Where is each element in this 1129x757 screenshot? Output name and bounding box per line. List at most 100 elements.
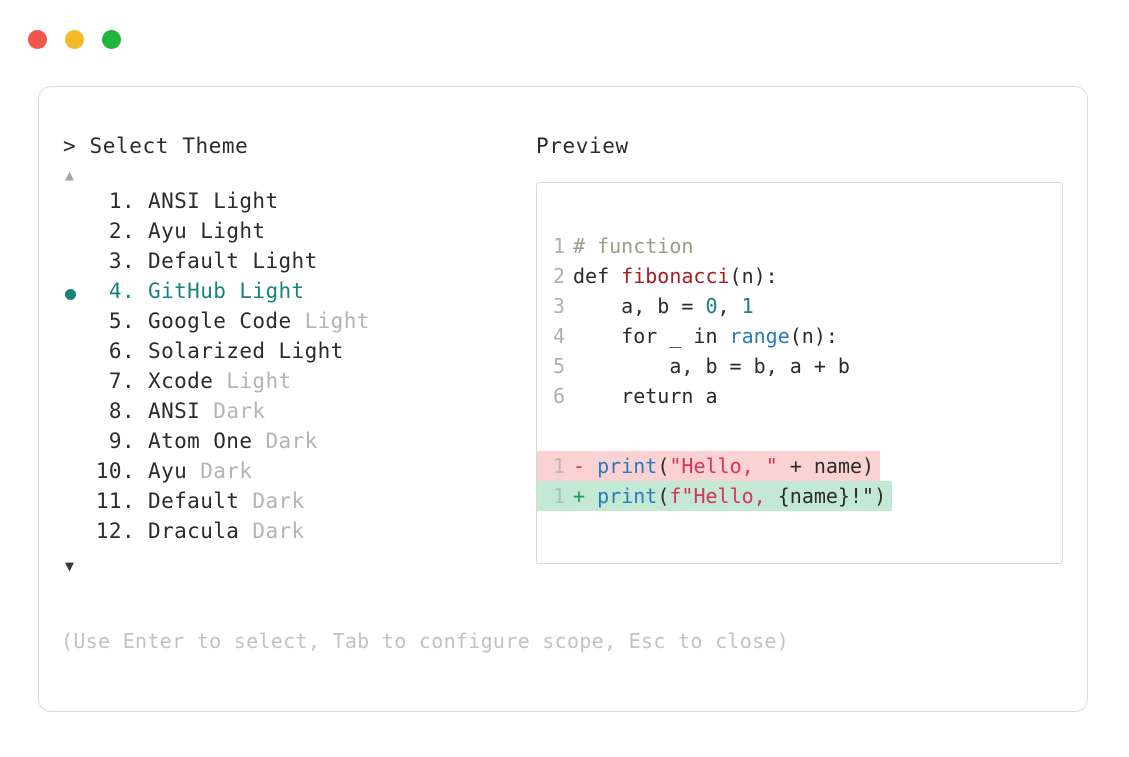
code-token-plain: ) xyxy=(874,484,887,508)
code-token-string: f"Hello, xyxy=(669,484,778,508)
theme-item-name: Dracula xyxy=(148,519,240,543)
selection-bullet-slot xyxy=(63,189,89,219)
theme-item-gap xyxy=(135,489,148,513)
scroll-down-arrow-icon[interactable]: ▼ xyxy=(65,557,75,575)
diff-line-content: print("Hello, " + name) xyxy=(585,451,880,481)
theme-item-gap xyxy=(135,429,148,453)
theme-item-index: 12. xyxy=(95,519,135,543)
code-token-func: fibonacci xyxy=(621,264,730,288)
code-token-plain: a, b = xyxy=(573,294,706,318)
selection-bullet-slot xyxy=(63,489,89,519)
keyboard-hint-text: (Use Enter to select, Tab to configure s… xyxy=(61,629,790,653)
code-line-number: 5 xyxy=(552,354,565,378)
page-title: Select Theme xyxy=(89,134,249,158)
selection-bullet-slot xyxy=(63,309,89,339)
theme-item-index: 6. xyxy=(108,339,135,363)
theme-item-gap xyxy=(135,309,148,333)
selection-bullet-slot xyxy=(63,519,89,549)
code-token-builtin: print xyxy=(597,454,658,478)
theme-item-name: Ayu xyxy=(148,219,188,243)
selection-bullet-slot xyxy=(63,339,89,369)
selection-bullet-slot xyxy=(63,219,89,249)
theme-list-item[interactable]: 1. ANSI Light xyxy=(63,189,533,219)
theme-item-name: ANSI xyxy=(148,189,201,213)
code-line: 3 a, b = 0, 1 xyxy=(537,291,1062,321)
theme-item-index: 9. xyxy=(108,429,135,453)
code-token-plain: + name) xyxy=(777,454,875,478)
theme-item-variant: Light xyxy=(239,249,318,273)
code-token-builtin: print xyxy=(597,484,658,508)
diff-line-number: 1 xyxy=(552,484,565,508)
theme-item-index: 2. xyxy=(108,219,135,243)
theme-item-name: ANSI xyxy=(148,399,201,423)
code-token-builtin: range xyxy=(729,324,790,348)
selection-bullet-slot xyxy=(63,429,89,459)
theme-item-variant: Dark xyxy=(200,399,266,423)
theme-list-item[interactable]: 7. Xcode Light xyxy=(63,369,533,399)
code-token-plain xyxy=(585,484,597,508)
code-line-content: return a xyxy=(573,381,717,411)
theme-list-item[interactable]: 3. Default Light xyxy=(63,249,533,279)
code-line: 1 # function xyxy=(537,231,1062,261)
theme-item-gap xyxy=(135,399,148,423)
code-token-plain: def xyxy=(573,264,622,288)
code-token-plain: !" xyxy=(849,484,875,508)
theme-list-item[interactable]: 11. Default Dark xyxy=(63,489,533,519)
theme-list-item[interactable]: 5. Google Code Light xyxy=(63,309,533,339)
theme-item-variant: Dark xyxy=(252,429,318,453)
theme-item-name: Default xyxy=(148,489,240,513)
code-token-plain: a, b = b, a + b xyxy=(573,354,850,378)
diff-line-number: 1 xyxy=(552,454,565,478)
theme-item-variant: Light xyxy=(226,279,305,303)
theme-item-index: 4. xyxy=(108,279,135,303)
theme-item-variant: Light xyxy=(213,369,292,393)
theme-list-item[interactable]: 9. Atom One Dark xyxy=(63,429,533,459)
theme-list-item[interactable]: 4. GitHub Light xyxy=(63,279,533,309)
prompt-caret-icon: > xyxy=(63,134,90,158)
theme-list-item[interactable]: 10. Ayu Dark xyxy=(63,459,533,489)
selected-bullet-icon xyxy=(65,288,76,300)
select-theme-prompt: > Select Theme xyxy=(63,133,533,159)
scroll-up-arrow-icon[interactable]: ▲ xyxy=(65,166,75,184)
theme-item-name: Solarized xyxy=(148,339,266,363)
code-token-num: 1 xyxy=(741,294,754,318)
theme-list-item[interactable]: 6. Solarized Light xyxy=(63,339,533,369)
theme-item-name: GitHub xyxy=(148,279,227,303)
code-token-plain: for _ in xyxy=(573,324,730,348)
code-line-number: 1 xyxy=(552,234,565,258)
close-window-button[interactable] xyxy=(28,29,47,49)
code-token-plain: {name} xyxy=(777,484,850,508)
theme-item-name: Xcode xyxy=(148,369,214,393)
code-line: 4 for _ in range(n): xyxy=(537,321,1062,351)
theme-item-variant: Dark xyxy=(187,459,253,483)
code-line-content: a, b = b, a + b xyxy=(573,351,850,381)
theme-list-item[interactable]: 2. Ayu Light xyxy=(63,219,533,249)
minimize-window-button[interactable] xyxy=(65,29,84,49)
theme-item-gap xyxy=(135,249,148,273)
selection-bullet-slot xyxy=(63,459,89,489)
code-token-plain xyxy=(585,454,597,478)
code-token-comment: # function xyxy=(573,234,694,258)
selection-bullet-slot xyxy=(63,279,89,309)
theme-item-variant: Dark xyxy=(239,519,305,543)
code-line-content: a, b = 0, 1 xyxy=(573,291,754,321)
diff-sign: - xyxy=(573,454,586,478)
theme-list-item[interactable]: 12. Dracula Dark xyxy=(63,519,533,549)
diff-line-del: 1- print("Hello, " + name) xyxy=(537,451,881,481)
theme-item-name: Default xyxy=(148,249,240,273)
theme-item-variant: Light xyxy=(187,219,266,243)
code-line: 6 return a xyxy=(537,381,1062,411)
code-line-content: def fibonacci(n): xyxy=(573,261,778,291)
maximize-window-button[interactable] xyxy=(102,29,121,49)
theme-item-index: 1. xyxy=(108,189,135,213)
theme-item-variant: Light xyxy=(200,189,279,213)
code-token-plain: ( xyxy=(657,484,670,508)
theme-list-item[interactable]: 8. ANSI Dark xyxy=(63,399,533,429)
theme-item-variant: Dark xyxy=(239,489,305,513)
code-line-content: for _ in range(n): xyxy=(573,321,838,351)
traffic-light-group xyxy=(28,29,121,49)
